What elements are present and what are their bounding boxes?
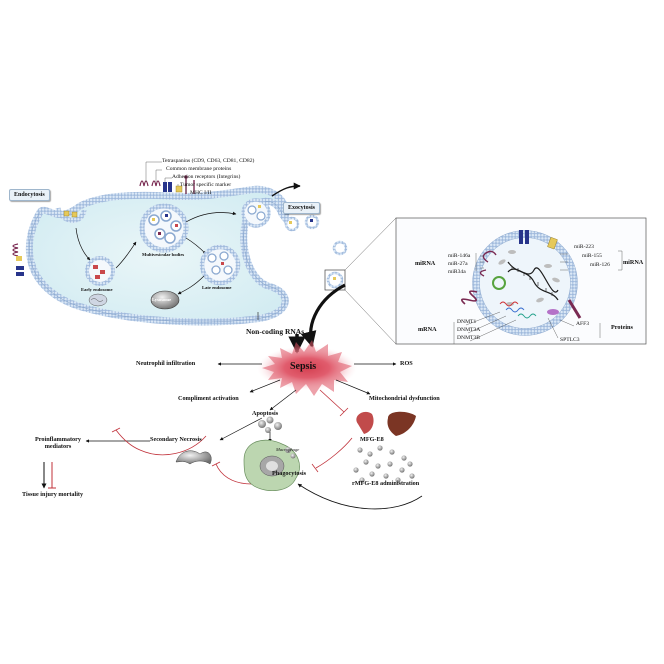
marker-common-membrane: Common membrane proteins xyxy=(166,166,232,172)
organelle-icon xyxy=(88,293,108,307)
necrotic-cell xyxy=(175,450,212,465)
inset-mirna-left-1: miR-146a xyxy=(448,253,471,259)
marker-mhc: MHC I/II xyxy=(190,190,212,196)
inset-mirna-left-3: miR34a xyxy=(448,269,466,275)
cell-membrane xyxy=(25,185,290,326)
endocytosis-pit xyxy=(55,207,87,223)
late-endosome-label: Late endosome xyxy=(202,285,232,290)
macrophage-label: Macrophage xyxy=(276,447,300,452)
inset-protein-1: AFF3 xyxy=(576,321,590,327)
lysosome xyxy=(150,290,180,310)
tissue-injury-label: Tissue injury mortality xyxy=(22,491,84,498)
marker-leaders xyxy=(145,161,187,193)
apoptosis-label: Apoptosis xyxy=(252,410,279,417)
multivesicular-bodies xyxy=(139,203,189,253)
neutrophil-label: Neutrophil infiltration xyxy=(136,360,196,367)
marker-tetraspanins: Tetraspanins (CD9, CD63, CD81, CD82) xyxy=(162,158,255,164)
sepsis-label: Sepsis xyxy=(290,361,317,372)
mvb-label: Multivesicular bodies xyxy=(142,252,185,257)
marker-adhesion: Adhesion receptors (Integrins) xyxy=(172,174,241,180)
inset-proteins-header: Proteins xyxy=(611,324,633,331)
inset-mrna-2: DNMT3A xyxy=(457,327,481,333)
compliment-label: Compliment activation xyxy=(178,395,239,402)
inset-mrna-3: DNMT3B xyxy=(457,335,480,341)
liver-icon xyxy=(387,411,416,436)
exocytosis-pocket xyxy=(241,198,271,228)
inset-mirna-right-2: miR-155 xyxy=(582,253,602,259)
apoptotic-bodies xyxy=(258,416,282,433)
spleen-icon xyxy=(356,411,374,434)
late-endosome xyxy=(199,244,241,286)
sepsis-burst xyxy=(257,340,357,396)
inset-mrna-header: mRNA xyxy=(418,326,437,333)
non-coding-rnas-label: Non-coding RNAs xyxy=(246,327,305,336)
inset-mrna-1: DNMT1 xyxy=(457,319,477,325)
inset-protein-2: SPTLC3 xyxy=(560,337,580,343)
proinflammatory-label: Proinflammatory mediators xyxy=(35,436,81,451)
endocytosis-label: Endocytosis xyxy=(9,189,50,201)
early-endosome xyxy=(85,256,115,286)
mitochondrial-label: Mitochondrial dysfunction xyxy=(369,395,440,402)
macrophage-cell xyxy=(243,439,300,492)
secondary-necrosis-label: Secondary Necrosis xyxy=(150,436,202,443)
lysosome-label: Lysosome xyxy=(152,297,172,302)
inset-mirna-left-header: miRNA xyxy=(415,260,436,267)
early-endosome-label: Early endosome xyxy=(81,287,113,292)
inset-mirna-right-header: miRNA xyxy=(623,259,644,266)
selected-exosome xyxy=(324,269,346,291)
inset-mirna-left-2: miR-27a xyxy=(448,261,468,267)
rmfg-e8-particles xyxy=(353,445,415,483)
inset-mirna-right-1: miR-223 xyxy=(574,244,594,250)
phagocytosis-label: Phagocytosis xyxy=(272,470,307,477)
rmfg-e8-label: rMFG-E8 administration xyxy=(352,480,420,487)
membrane-proteins-left xyxy=(12,243,24,276)
ros-label: ROS xyxy=(400,360,413,367)
marker-tumor: Tumor specific marker xyxy=(180,182,232,188)
inset-mirna-right-3: miR-126 xyxy=(590,262,610,268)
exosome-inset-box xyxy=(395,217,647,345)
mfg-e8-label: MFG-E8 xyxy=(360,436,384,443)
exocytosis-label: Exocytosis xyxy=(283,202,320,214)
released-exosomes xyxy=(284,214,348,256)
